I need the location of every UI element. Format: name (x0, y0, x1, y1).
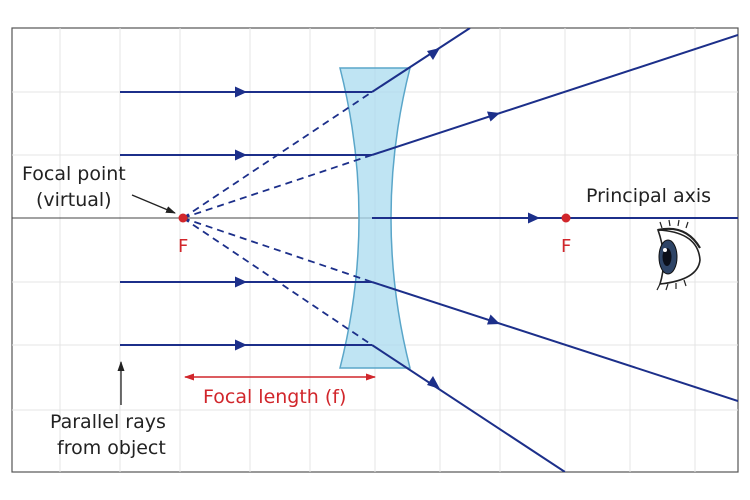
focal-point-pointer (131, 194, 176, 214)
focal-label-right: F (561, 236, 571, 257)
parallel-rays-label-line2: from object (57, 437, 166, 459)
focal-label-left: F (178, 236, 188, 257)
eye-icon (656, 219, 701, 291)
refracted-rays (371, 28, 738, 472)
refracted-ray-2 (371, 34, 738, 156)
focal-point-right (561, 213, 571, 223)
focal-point-left (178, 213, 188, 223)
focal-point-label-line2: (virtual) (36, 189, 112, 211)
refracted-ray-4 (371, 344, 566, 472)
focal-length-label: Focal length (f) (203, 386, 346, 408)
refracted-ray-1 (371, 28, 471, 93)
refracted-ray-arrows (427, 48, 500, 389)
focal-point-label-line1: Focal point (22, 163, 126, 185)
virtual-ray-extensions (182, 91, 373, 346)
principal-axis-label: Principal axis (586, 185, 711, 207)
parallel-rays-label-line1: Parallel rays (50, 411, 166, 433)
incoming-ray-arrows (235, 86, 540, 351)
refracted-ray-3 (371, 281, 738, 402)
